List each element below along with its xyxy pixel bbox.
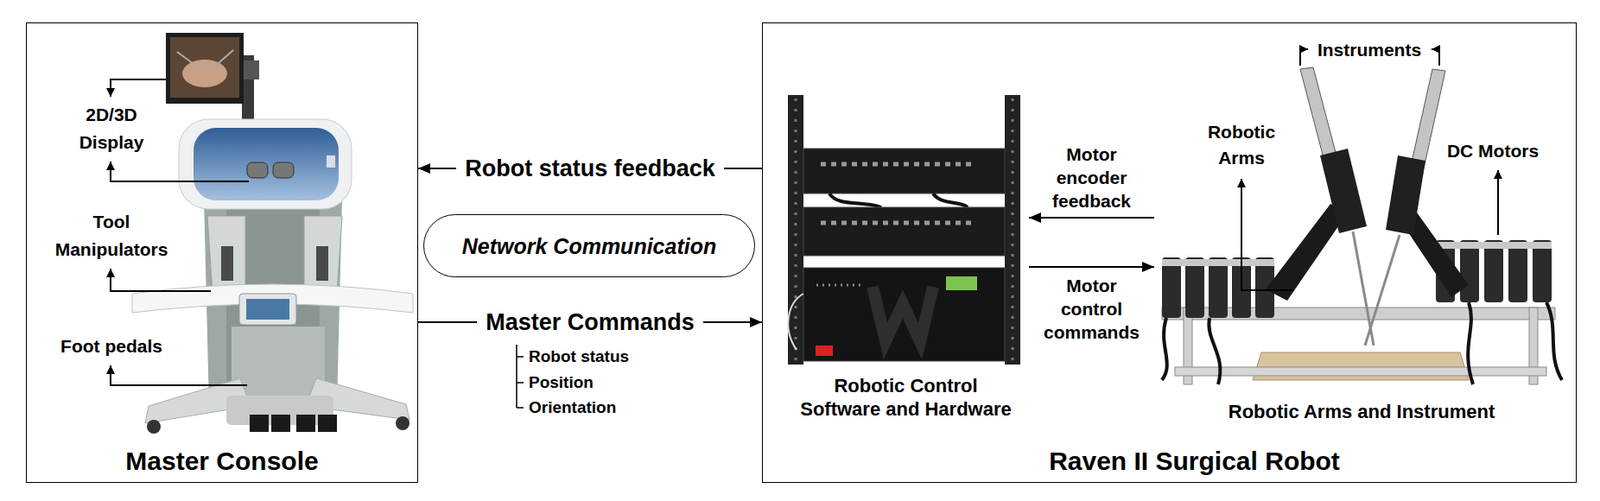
robot-panel: Robotic Control Software and HardwareRob… [761, 22, 1577, 483]
robot-arms-illustration-part [1161, 257, 1181, 318]
control-rack-part [787, 95, 804, 365]
connector-arrow [1028, 266, 1155, 268]
robot-arms-illustration-part [1508, 240, 1528, 303]
control-unit: Robotic Control Software and Hardware [782, 91, 1029, 426]
robot-arms-illustration-part [1265, 203, 1348, 301]
part-label: Robotic Arms [1196, 119, 1287, 172]
console-illustration-part [247, 162, 268, 178]
console-illustration-part [317, 414, 337, 432]
connector-label: Motor encoder feedback [1036, 142, 1148, 213]
robot-arms-illustration-part [1174, 367, 1547, 376]
part-label: 2D/3D Display [59, 101, 164, 157]
part-label: Instruments [1311, 38, 1428, 62]
leader-line-part [1497, 170, 1499, 235]
leader-line-part [110, 79, 166, 97]
list-item: Position [528, 373, 702, 393]
console-illustration-part [246, 298, 290, 320]
control-rack-part [933, 193, 968, 208]
control-rack-part [815, 345, 833, 356]
console-illustration-part [165, 32, 244, 104]
connector-label: Robot status feedback [456, 154, 724, 183]
control-rack-part [794, 98, 798, 362]
control-rack-part [1011, 98, 1015, 362]
console-illustration-part [170, 37, 240, 98]
connector-label: Master Commands [476, 308, 704, 337]
console-illustration-part [207, 215, 246, 294]
network-pill: Network Communication [423, 214, 756, 278]
console-illustration-part [273, 162, 294, 178]
console-illustration-part [271, 414, 291, 432]
console-illustration-part [178, 119, 352, 210]
console-illustration-part [146, 419, 161, 434]
leader-line-part [1241, 178, 1295, 291]
console-illustration-part [304, 215, 343, 294]
control-rack-part [787, 293, 804, 350]
control-rack-part [803, 148, 1005, 194]
console-illustration-part [221, 246, 234, 281]
component-caption: Robotic Arms and Instrument [1228, 400, 1495, 424]
connector-arrow [1028, 216, 1155, 219]
console-illustration [132, 32, 413, 434]
panel-title: Raven II Surgical Robot [1048, 445, 1340, 477]
robot-arms-illustration-part [1161, 259, 1275, 267]
panel-title: Master Console [125, 445, 318, 477]
robot-arms-illustration-part [1208, 317, 1220, 385]
robot-arms-illustration-part [1320, 148, 1367, 234]
part-label: Tool Manipulators [42, 208, 181, 264]
robot-arms-illustration-part [1435, 241, 1552, 249]
leader-line-part [110, 365, 248, 386]
control-rack-part [872, 286, 934, 342]
robot-arms-illustration-part [1208, 257, 1228, 318]
robot-arms-illustration-part [1385, 155, 1426, 235]
list-bracket [516, 344, 524, 408]
robot-arms-illustration [1161, 67, 1562, 385]
console-illustration-part [177, 51, 201, 70]
console-illustration-part [211, 50, 234, 70]
control-rack-part [829, 193, 882, 208]
console-illustration-part [326, 155, 336, 168]
connector-label: Motor control commands [1036, 273, 1148, 344]
list-item: Orientation [528, 398, 702, 418]
console-illustration-part [249, 414, 269, 432]
leader-line-part [1300, 49, 1308, 66]
component-caption: Robotic Control Software and Hardware [795, 374, 1016, 421]
console-illustration-part [193, 127, 339, 201]
robot-arms-illustration-part [1546, 302, 1562, 381]
leader-line [110, 49, 1499, 386]
control-rack-part [820, 162, 977, 167]
robot-arms-illustration-part [1484, 240, 1504, 303]
control-rack-part [946, 276, 978, 291]
part-label: Foot pedals [42, 332, 181, 361]
console-illustration-part [182, 59, 228, 88]
robot-arms-illustration-part [1185, 257, 1205, 318]
control-rack-part [1004, 95, 1021, 365]
pill-label: Network Communication [462, 233, 717, 260]
leader-line-part [1431, 49, 1440, 66]
leader-line-part [110, 161, 249, 182]
control-rack-part [803, 267, 1005, 362]
console-illustration-part [395, 416, 410, 431]
robot-arms-illustration-part [1365, 234, 1400, 346]
list-item: Robot status [528, 347, 702, 367]
robot-arms-illustration-part [1467, 302, 1474, 385]
robot-arms-illustration-part [1161, 317, 1168, 381]
control-rack-part [816, 284, 864, 287]
control-rack-part [820, 221, 977, 226]
robot-arms-illustration-part [1532, 240, 1552, 303]
console-illustration-part [316, 246, 329, 281]
part-label: DC Motors [1441, 138, 1544, 165]
arm-unit: Robotic Arms and Instrument [1154, 35, 1569, 429]
control-rack [787, 95, 1021, 365]
leader-line-part [110, 268, 211, 292]
console-illustration-part [239, 293, 297, 325]
robot-arms-illustration-part [1460, 240, 1480, 303]
console-illustration-part [296, 414, 316, 432]
list-bracket-part [516, 344, 524, 408]
control-rack-part [803, 207, 1005, 256]
